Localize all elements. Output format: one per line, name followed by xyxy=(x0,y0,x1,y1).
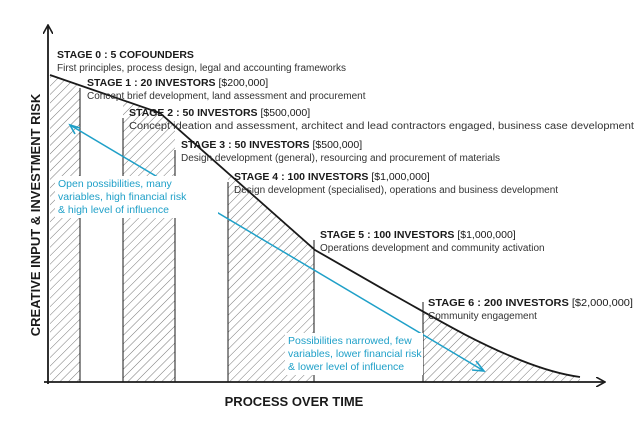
stage-2-desc: Concept ideation and assessment, archite… xyxy=(129,121,634,132)
stage-2-title: STAGE 2 : 50 INVESTORS xyxy=(129,107,258,119)
y-axis-label: CREATIVE INPUT & INVESTMENT RISK xyxy=(28,93,43,336)
trend-arrow-end-head xyxy=(471,360,486,372)
svg-text:STAGE 3 : 50 INVESTORS [$500,0: STAGE 3 : 50 INVESTORS [$500,000] xyxy=(181,139,362,151)
svg-text:STAGE 4 : 100 INVESTORS [$1,00: STAGE 4 : 100 INVESTORS [$1,000,000] xyxy=(234,171,430,183)
stage-1-title: STAGE 1 : 20 INVESTORS xyxy=(87,77,216,89)
stage-5-label: STAGE 5 : 100 INVESTORS [$1,000,000] Ope… xyxy=(320,229,545,254)
stage-3-label: STAGE 3 : 50 INVESTORS [$500,000] Design… xyxy=(181,139,500,164)
stage-4-desc: Design development (specialised), operat… xyxy=(234,185,558,196)
stage-2-label: STAGE 2 : 50 INVESTORS [$500,000] Concep… xyxy=(129,107,634,132)
stage-3-title: STAGE 3 : 50 INVESTORS xyxy=(181,139,310,151)
svg-text:STAGE 6 : 200 INVESTORS [$2,00: STAGE 6 : 200 INVESTORS [$2,000,000] xyxy=(428,297,633,309)
note-narrowed: Possibilities narrowed, few variables, l… xyxy=(288,335,425,373)
band-stage-6 xyxy=(423,75,580,382)
trend-arrow-start-head xyxy=(68,123,81,135)
x-axis-label: PROCESS OVER TIME xyxy=(225,394,364,409)
svg-text:STAGE 5 : 100 INVESTORS [$1,00: STAGE 5 : 100 INVESTORS [$1,000,000] xyxy=(320,229,516,241)
stage-5-desc: Operations development and community act… xyxy=(320,243,545,254)
stage-0-desc: First principles, process design, legal … xyxy=(57,63,346,74)
svg-text:STAGE 1 : 20 INVESTORS [$200,0: STAGE 1 : 20 INVESTORS [$200,000] xyxy=(87,77,268,89)
stage-1-label: STAGE 1 : 20 INVESTORS [$200,000] Concep… xyxy=(87,77,366,102)
note-open-backdrop xyxy=(55,176,218,218)
trend-arrow-line xyxy=(69,124,485,372)
stage-6-label: STAGE 6 : 200 INVESTORS [$2,000,000] Com… xyxy=(428,297,633,322)
note-narrowed-backdrop xyxy=(285,333,423,375)
note-open: Open possibilities, many variables, high… xyxy=(58,178,189,216)
svg-text:STAGE 2 : 50 INVESTORS [$500,0: STAGE 2 : 50 INVESTORS [$500,000] xyxy=(129,107,310,119)
stage-6-title: STAGE 6 : 200 INVESTORS xyxy=(428,297,569,309)
decline-curve xyxy=(49,74,581,378)
stage-4-title: STAGE 4 : 100 INVESTORS xyxy=(234,171,368,183)
stage-5-title: STAGE 5 : 100 INVESTORS xyxy=(320,229,454,241)
stage-3-desc: Design development (general), resourcing… xyxy=(181,153,500,164)
band-stage-2 xyxy=(123,75,175,382)
stage-6-desc: Community engagement xyxy=(428,311,537,322)
stage-0-label: STAGE 0 : 5 COFOUNDERS First principles,… xyxy=(57,49,346,74)
stage-0-title: STAGE 0 : 5 COFOUNDERS xyxy=(57,49,194,61)
stage-1-desc: Concept brief development, land assessme… xyxy=(87,91,366,102)
svg-text:STAGE 0 : 5 COFOUNDERS: STAGE 0 : 5 COFOUNDERS xyxy=(57,49,194,61)
stage-4-label: STAGE 4 : 100 INVESTORS [$1,000,000] Des… xyxy=(234,171,558,196)
